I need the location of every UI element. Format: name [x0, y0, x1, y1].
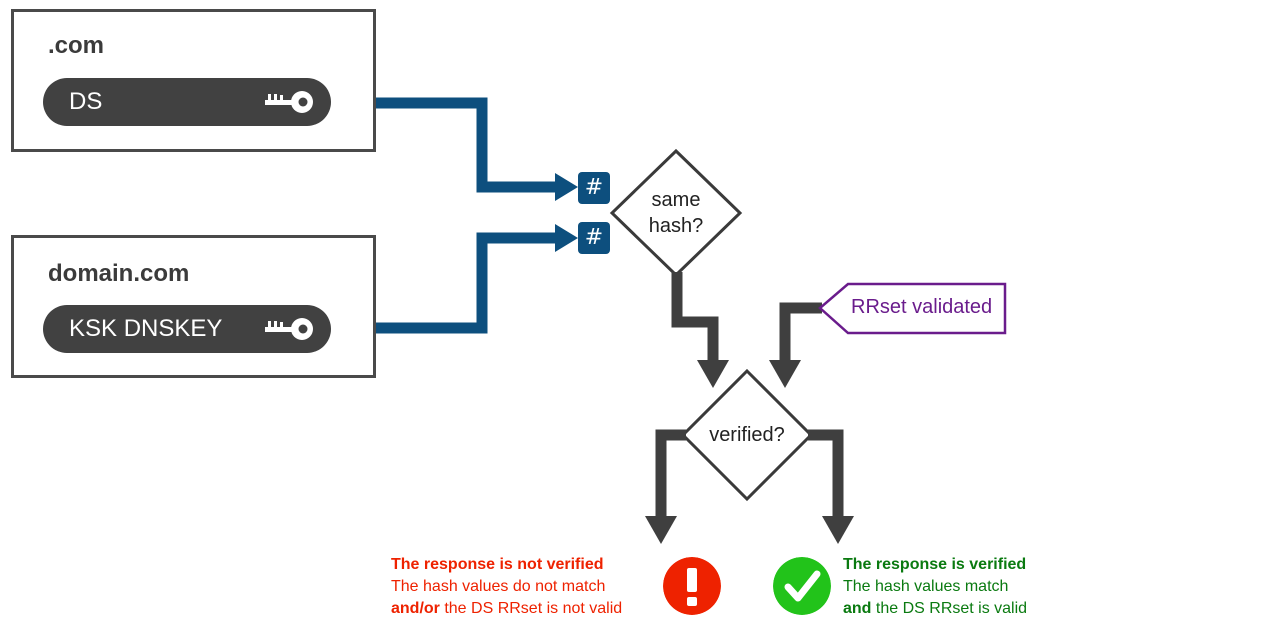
rrset-validated-label: RRset validated [851, 296, 993, 318]
key-icon [265, 318, 313, 340]
hash-icon: # [578, 222, 610, 254]
result-success-line2: and the DS RRset is valid [843, 600, 1028, 617]
arrowhead-rrset-verified [769, 360, 801, 388]
connector-verified-to-failure [655, 429, 686, 518]
exclamation-icon [663, 557, 721, 615]
record-label-ds: DS [69, 88, 103, 115]
decision-verified-label: verified? [709, 424, 785, 446]
result-success-line1: The hash values match [843, 578, 1009, 595]
hash-icon: # [578, 172, 610, 204]
decision-verified-shape [680, 368, 814, 502]
arrowhead-ds [555, 173, 578, 201]
result-success-text: The response is verified The hash values… [843, 554, 1027, 620]
zone-title-domain: domain.com [48, 260, 190, 287]
record-pill-ds: DS [43, 78, 331, 126]
zone-box-domain: domain.com KSK DNSKEY [11, 235, 376, 378]
result-success-heading: The response is verified [843, 556, 1027, 573]
rrset-tag-shape [818, 282, 1007, 335]
result-failure-line1: The hash values do not match [391, 578, 606, 595]
checkmark-icon [773, 557, 831, 615]
connector-ksk-to-hash [328, 232, 558, 334]
arrowhead-success [822, 516, 854, 544]
decision-same-hash-label: same hash? [626, 187, 726, 239]
result-failure-heading: The response is not verified [391, 556, 604, 573]
decision-same-hash-line2: hash? [648, 215, 704, 237]
zone-box-com: .com DS [11, 9, 376, 152]
connector-rrset-to-verified [779, 302, 822, 362]
arrowhead-hash-verified [697, 360, 729, 388]
connector-hash-to-verified [671, 272, 719, 362]
record-pill-ksk: KSK DNSKEY [43, 305, 331, 353]
decision-same-hash-line1: same [651, 189, 701, 211]
key-icon [265, 91, 313, 113]
arrowhead-ksk [555, 224, 578, 252]
connector-ds-to-hash [328, 97, 558, 193]
arrowhead-failure [645, 516, 677, 544]
record-label-ksk: KSK DNSKEY [69, 315, 223, 342]
zone-title-com: .com [48, 32, 105, 59]
result-failure-line2: and/or the DS RRset is not valid [391, 600, 623, 617]
result-failure-text: The response is not verified The hash va… [391, 554, 622, 620]
connector-verified-to-success [808, 429, 844, 518]
